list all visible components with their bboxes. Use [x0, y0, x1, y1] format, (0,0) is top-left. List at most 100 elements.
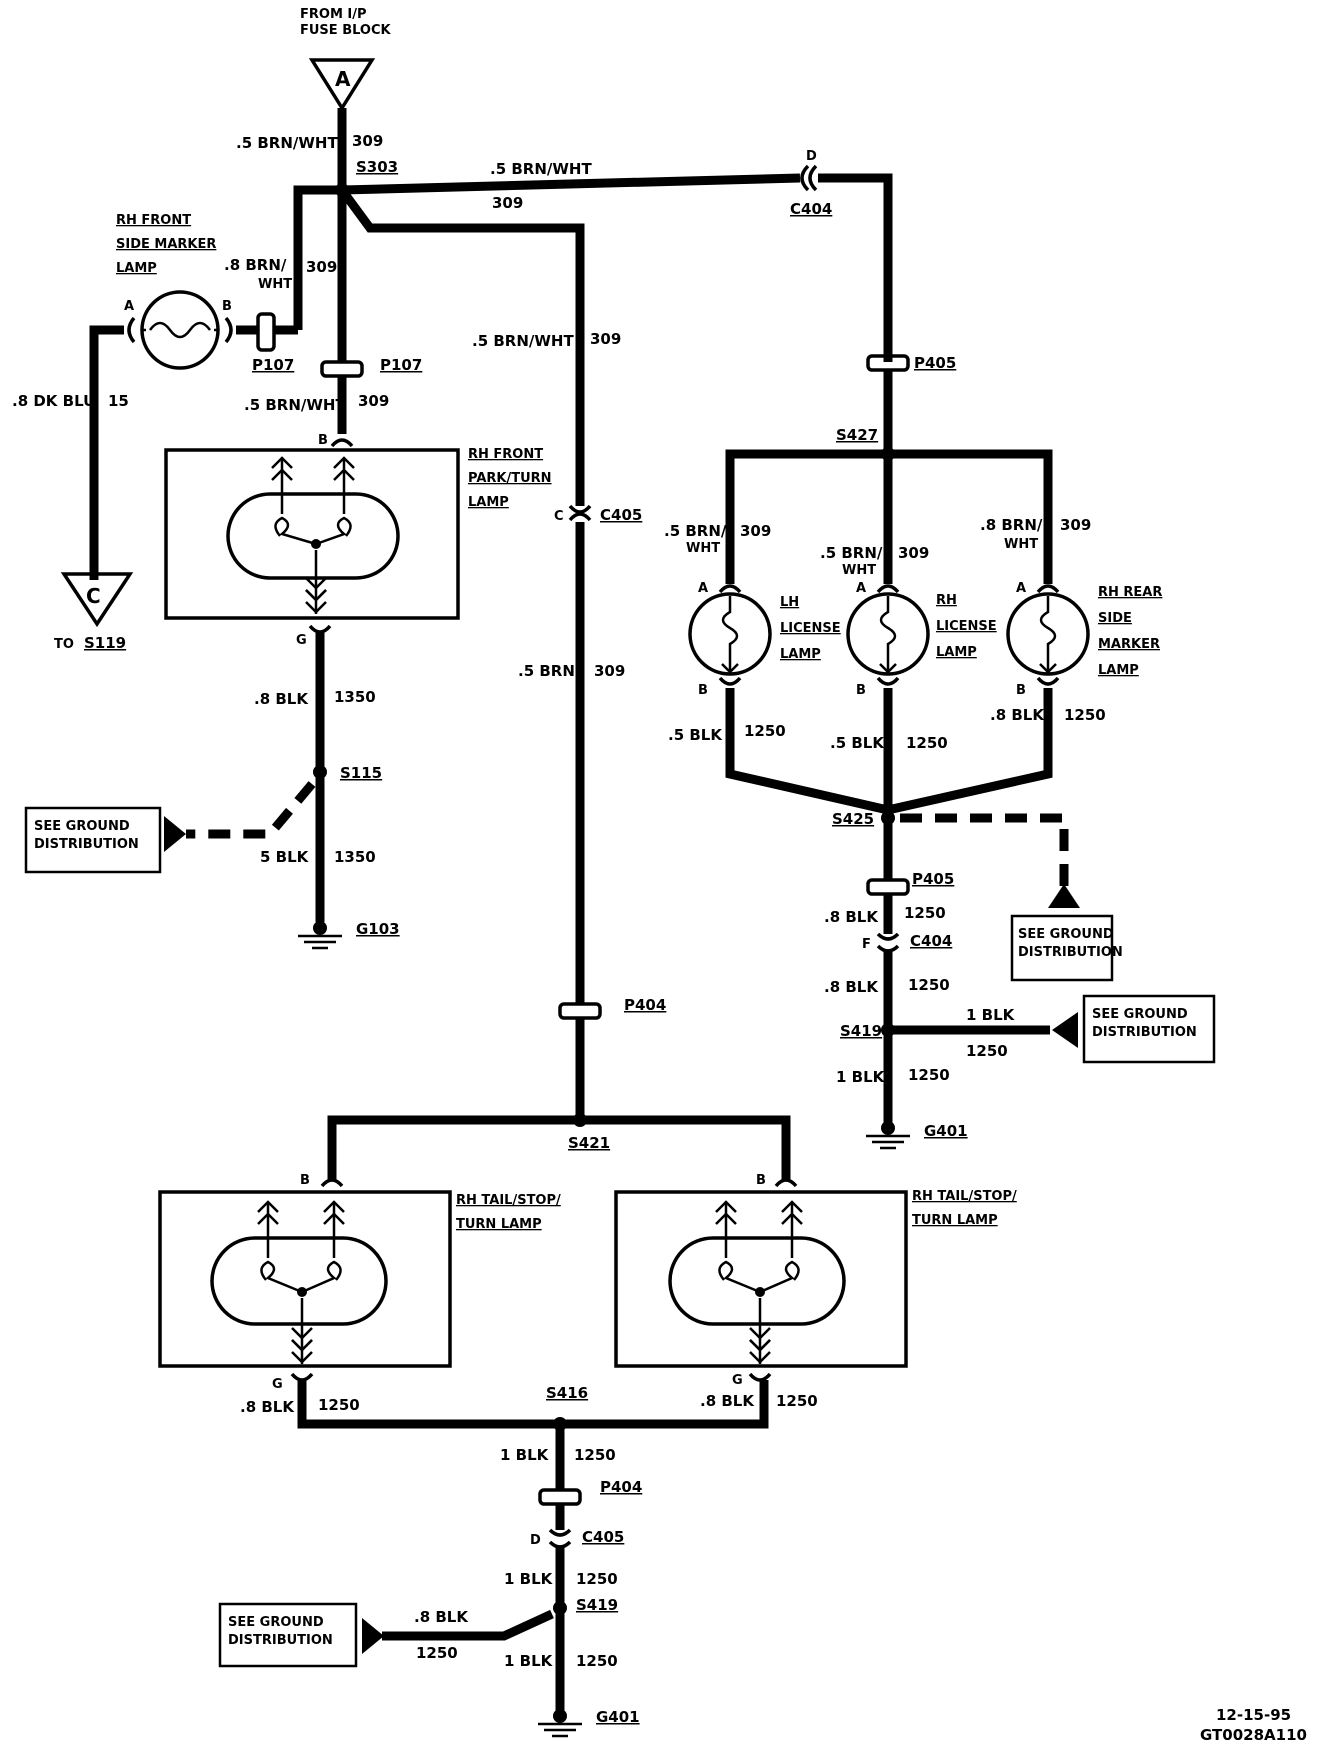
pin-label: A: [856, 581, 866, 596]
wire-gauge: WHT: [686, 541, 720, 556]
ground-dist-dashed: [186, 781, 316, 839]
ground-dist-label: DISTRIBUTION: [1018, 945, 1123, 960]
lh-license-lamp: A B: [688, 581, 772, 698]
rh-rear-side-marker-lamp: A B: [1006, 581, 1090, 698]
lamp-label: LICENSE: [936, 619, 997, 634]
wire-circuit: 309: [1060, 516, 1091, 534]
rh-front-side-marker-lamp: A B: [124, 290, 233, 370]
ground-g401-bottom: [538, 1709, 582, 1738]
wire-309-to-c404: [341, 173, 801, 195]
splice-s303-label: S303: [356, 158, 398, 176]
lamp-label: LICENSE: [780, 621, 841, 636]
ground-dist-arrow: [1052, 1012, 1078, 1048]
connector-p404-bottom-label: P404: [600, 1478, 642, 1496]
pin-label: F: [862, 937, 871, 952]
pin-label: B: [318, 433, 328, 448]
splice-s416-label: S416: [546, 1384, 588, 1402]
wire-gauge: WHT: [1004, 537, 1038, 552]
wire-gauge: .5 BRN/WHT: [472, 332, 574, 350]
lamp-label: LAMP: [1098, 663, 1139, 678]
connector-p107-main: [320, 360, 364, 378]
wire-circuit: 1250: [906, 734, 948, 752]
lamp-label: RH TAIL/STOP/: [456, 1193, 561, 1208]
ground-distribution-box: [1010, 914, 1114, 982]
ground-g103: [298, 921, 342, 950]
wire-gauge: WHT: [258, 277, 292, 292]
offpage-to-ref: S119: [84, 634, 126, 652]
connector-p405-top-label: P405: [914, 354, 956, 372]
splice-s419-right-label: S419: [840, 1022, 882, 1040]
connector-c404-bottom: [876, 932, 900, 953]
wire-circuit: 1250: [904, 904, 946, 922]
ground-g103-label: G103: [356, 920, 400, 938]
ground-g401-right: [866, 1121, 910, 1150]
wire-gauge: .5 BRN: [518, 662, 575, 680]
lamp-label: LAMP: [936, 645, 977, 660]
ground-dist-arrow: [362, 1618, 384, 1654]
lamp-label: RH FRONT: [468, 447, 543, 462]
splice-s419-bottom-label: S419: [576, 1596, 618, 1614]
ground-distribution-box: [24, 806, 162, 874]
splice-s425-label: S425: [832, 810, 874, 828]
pin-label: B: [1016, 683, 1026, 698]
connector-p107-main-label: P107: [380, 356, 422, 374]
wire-gauge: .8 BRN/: [980, 516, 1043, 534]
wire-309-rear-feed: [338, 187, 585, 506]
wire-gauge: .5 BLK: [830, 734, 885, 752]
source-triangle-a: [308, 58, 376, 112]
wire-gauge: .5 BRN/: [664, 522, 727, 540]
rh-tail-stop-turn-lamp-left: [158, 1190, 452, 1368]
pin-label: B: [698, 683, 708, 698]
wire-circuit: 309: [740, 522, 771, 540]
wire-circuit: 1250: [576, 1652, 618, 1670]
wire-circuit: 15: [108, 392, 129, 410]
source-letter: A: [335, 67, 351, 91]
wire-circuit: 1250: [966, 1042, 1008, 1060]
wire-gauge: .5 BRN/: [820, 544, 883, 562]
lamp-label: RH: [936, 593, 957, 608]
wire-gauge: WHT: [842, 563, 876, 578]
ground-dist-label: SEE GROUND: [1018, 927, 1114, 942]
wire-circuit: 309: [594, 662, 625, 680]
connector-c405-bottom-label: C405: [582, 1528, 624, 1546]
pin-label: G: [272, 1377, 283, 1392]
lamp-label: SIDE MARKER: [116, 237, 216, 252]
connector-p107-side-label: P107: [252, 356, 294, 374]
wire-circuit: 1350: [334, 848, 376, 866]
lamp-label: LAMP: [116, 261, 157, 276]
footer-date: 12-15-95: [1216, 1706, 1291, 1724]
pin-label: B: [300, 1173, 310, 1188]
wire-gauge: .8 BRN/: [224, 256, 287, 274]
wire-309-tail-bus: [327, 1115, 791, 1180]
wire-gauge: 1 BLK: [500, 1446, 550, 1464]
offpage-connector-c: [60, 572, 134, 628]
wire-gauge: .5 BLK: [668, 726, 723, 744]
pin-label: C: [554, 509, 564, 524]
connector-c405-mid-label: C405: [600, 506, 642, 524]
connector-p405-bottom-label: P405: [912, 870, 954, 888]
wire-circuit: 1250: [776, 1392, 818, 1410]
ground-dist-label: SEE GROUND: [1092, 1007, 1188, 1022]
pin-label: D: [806, 149, 817, 164]
wire-circuit: 1250: [744, 722, 786, 740]
wire-circuit: 1250: [908, 1066, 950, 1084]
lamp-label: PARK/TURN: [468, 471, 552, 486]
wire-circuit: 1250: [574, 1446, 616, 1464]
ground-distribution-box: [218, 1602, 358, 1668]
wire-gauge: 1 BLK: [966, 1006, 1016, 1024]
wire-gauge: 1 BLK: [504, 1570, 554, 1588]
wire-circuit: 1250: [908, 976, 950, 994]
connector-c405-mid: [568, 504, 592, 522]
ground-g401-right-label: G401: [924, 1122, 968, 1140]
lamp-label: RH FRONT: [116, 213, 191, 228]
wire-circuit: 309: [352, 132, 383, 150]
lamp-label: LAMP: [468, 495, 509, 510]
wire-circuit: 1250: [416, 1644, 458, 1662]
wire-gauge: .5 BRN/WHT: [490, 160, 592, 178]
pin-label: D: [530, 1533, 541, 1548]
pin-label: G: [296, 633, 307, 648]
wire-gauge: .8 BLK: [824, 978, 879, 996]
wire-gauge: .8 BLK: [240, 1398, 295, 1416]
lamp-label: SIDE: [1098, 611, 1132, 626]
